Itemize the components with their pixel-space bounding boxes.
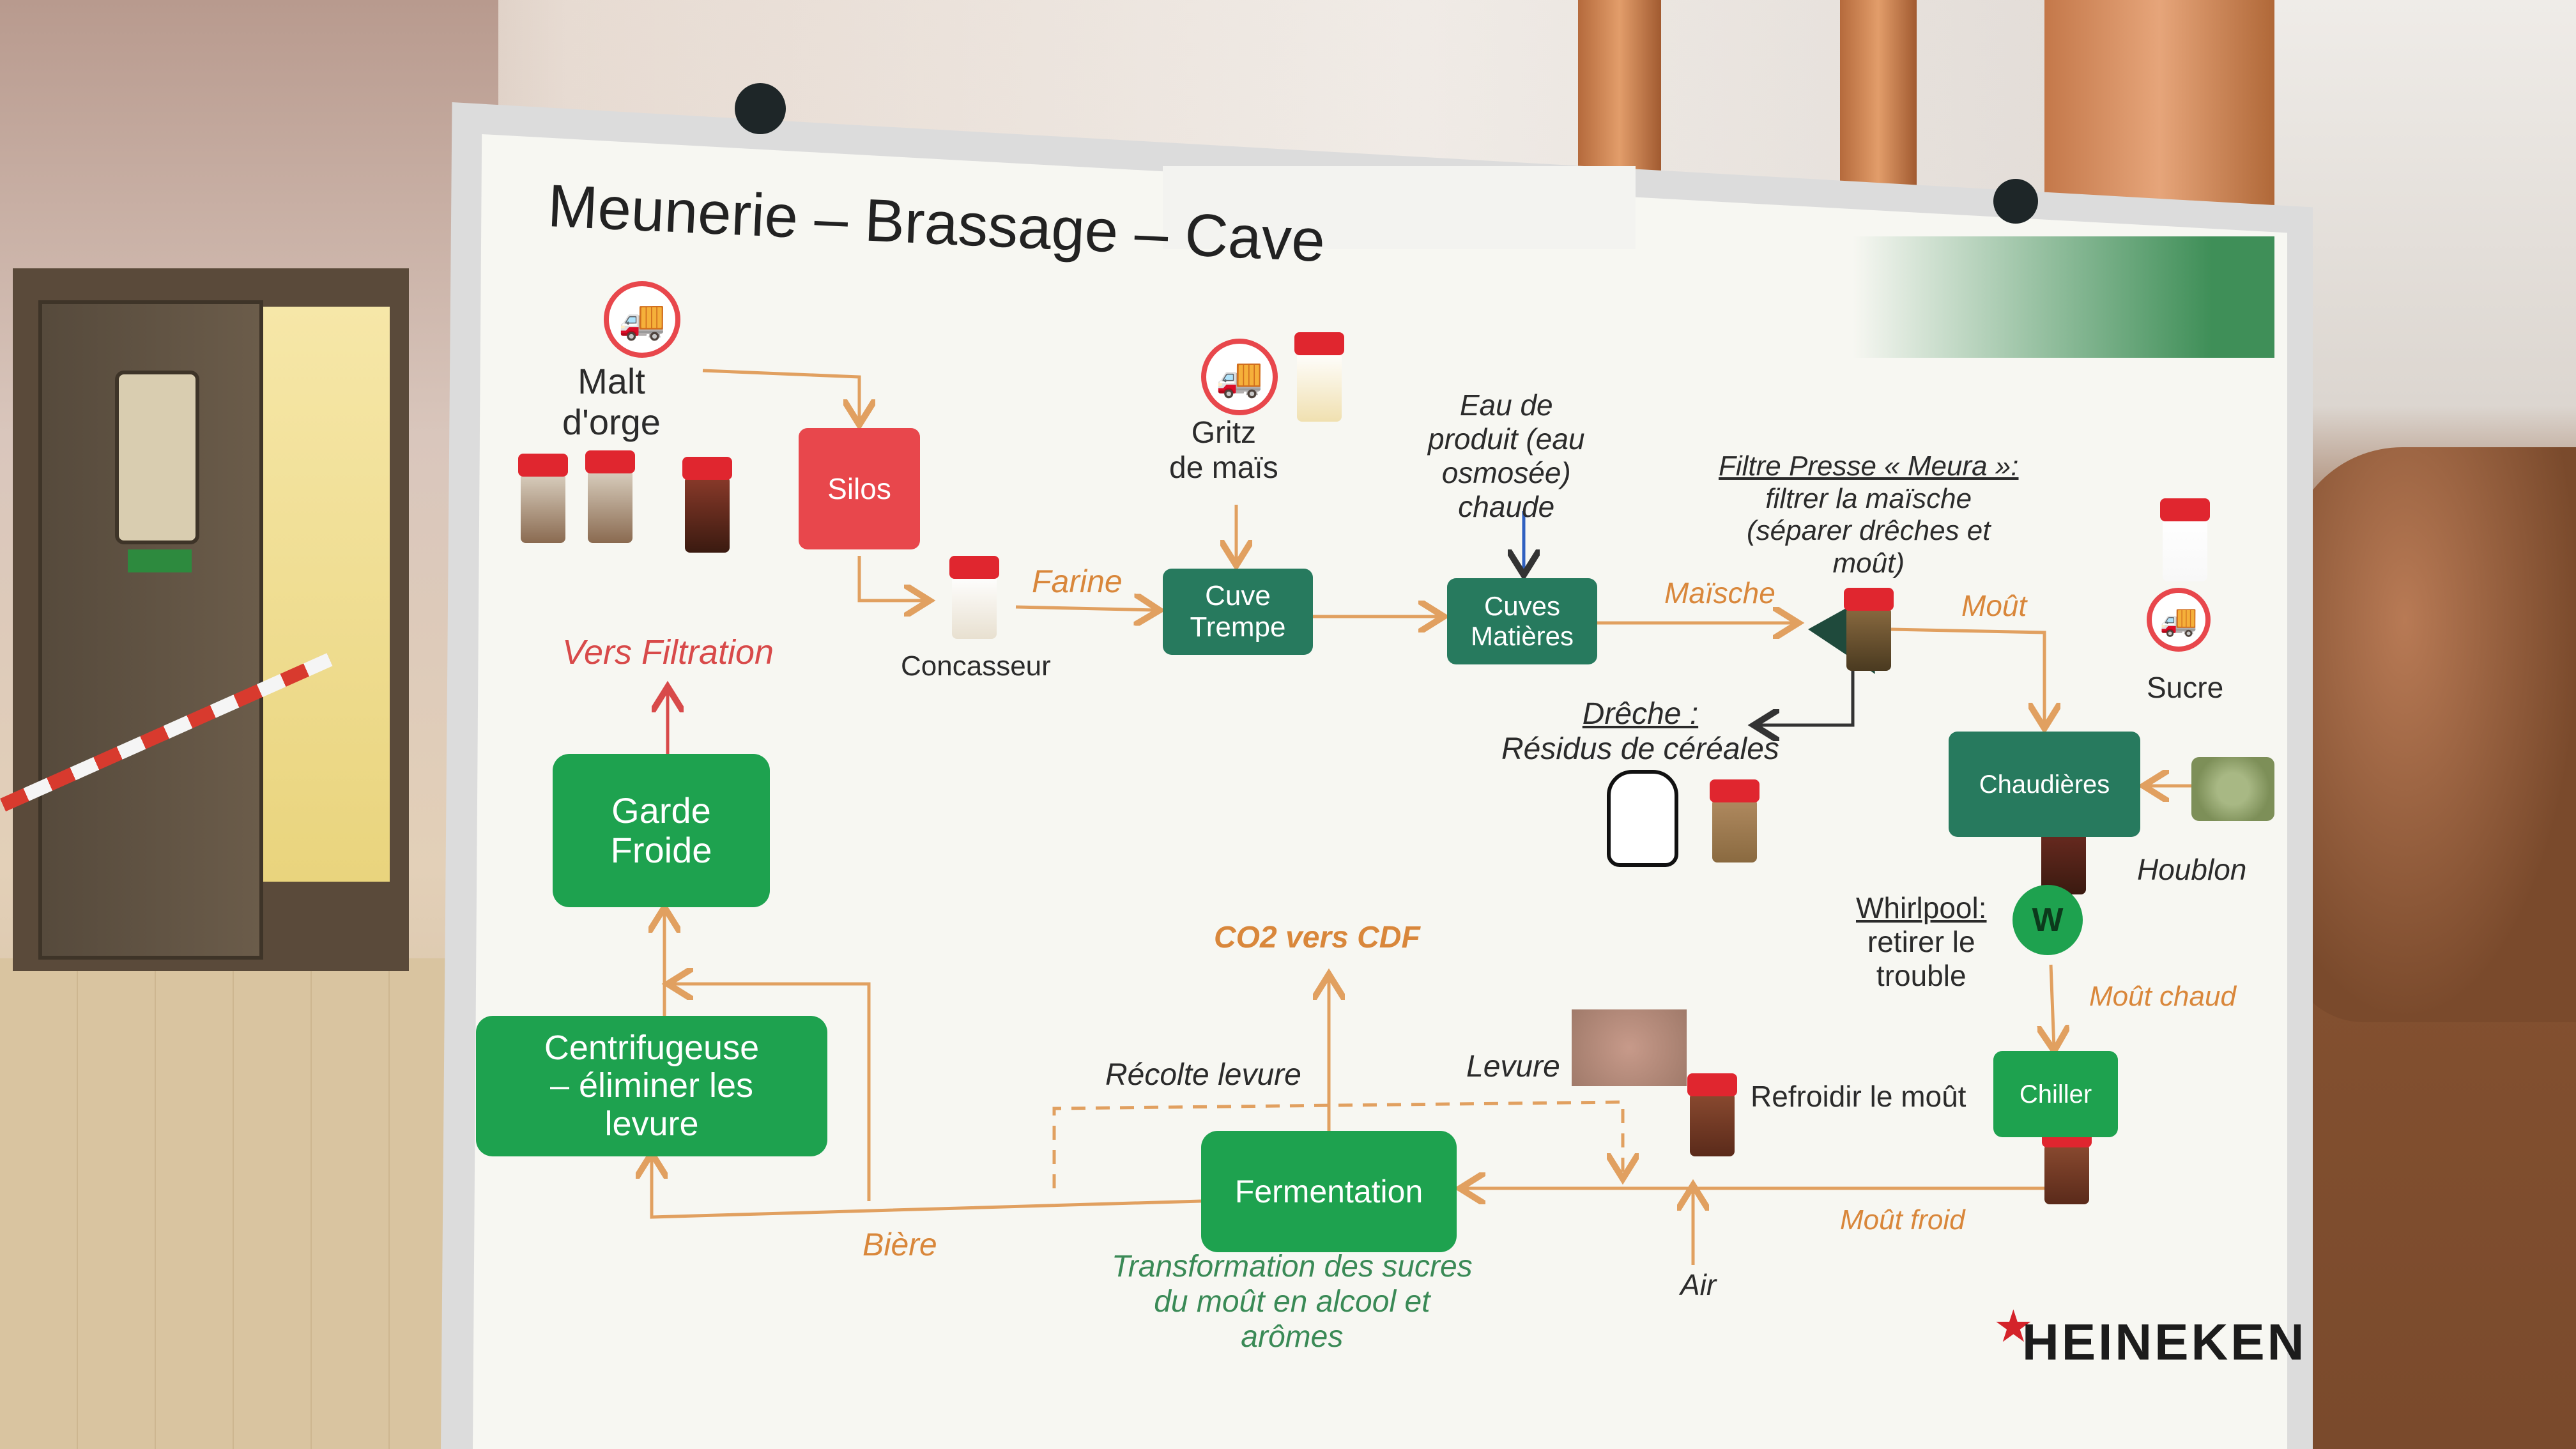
malt-sample-jar <box>585 450 635 543</box>
chaudieres-node: Chaudières <box>1949 732 2140 837</box>
garde-froide-node: Garde Froide <box>553 754 770 907</box>
filtre-line1: filtrer la maïsche <box>1765 482 1972 514</box>
concasseur-label: Concasseur <box>901 650 1051 682</box>
cuves-matieres-line2: Matières <box>1470 620 1574 651</box>
gritz-line2: de maïs <box>1169 451 1278 486</box>
whirlpool-label: Whirlpool: retirer le trouble <box>1856 891 1987 993</box>
eau-line2: produit (eau <box>1428 422 1585 456</box>
houblon-pellets-image <box>2191 757 2274 821</box>
arrow-recolte-levure <box>1052 1100 1623 1188</box>
arrow-mout <box>1890 627 2044 725</box>
gritz-label: Gritz de maïs <box>1169 415 1278 486</box>
eau-line4: chaude <box>1458 489 1555 523</box>
recolte-label: Récolte levure <box>1105 1058 1301 1092</box>
biere-label: Bière <box>862 1227 937 1262</box>
cuve-trempe-line2: Trempe <box>1190 611 1286 643</box>
malt-sample-jar <box>518 454 568 543</box>
whirlpool-icon: W <box>2012 885 2083 955</box>
chiller-node: Chiller <box>1993 1051 2118 1137</box>
levure-image <box>1572 1009 1687 1086</box>
mout-froid-sample-jar <box>2042 1124 2092 1204</box>
transformation-label: Transformation des sucres du moût en alc… <box>1112 1249 1473 1355</box>
transformation-line2: du moût en alcool et <box>1154 1285 1430 1319</box>
copper-pipe <box>1840 0 1917 211</box>
malt-line2: d'orge <box>562 402 661 443</box>
filtre-line3: moût) <box>1832 547 1905 579</box>
centrifugeuse-line1: Centrifugeuse <box>544 1028 760 1067</box>
maische-label: Maïsche <box>1664 576 1775 610</box>
star-icon: ★ <box>1993 1301 2034 1351</box>
malt-sample-jar <box>682 457 732 553</box>
truck-icon: 🚚 <box>604 281 680 358</box>
arrow-mout-chaud <box>2051 964 2054 1048</box>
dreche-desc: Résidus de céréales <box>1501 732 1779 767</box>
houblon-label: Houblon <box>2137 853 2247 886</box>
co2-label: CO2 vers CDF <box>1214 921 1420 954</box>
eau-line1: Eau de <box>1459 388 1553 422</box>
garde-froide-line1: Garde <box>611 790 711 831</box>
arrow-biere <box>652 1156 1202 1219</box>
sucre-sample-jar <box>2160 498 2210 581</box>
sucre-label: Sucre <box>2147 671 2224 704</box>
copper-brew-kettle <box>2287 447 2576 1022</box>
whirlpool-title: Whirlpool: <box>1856 891 1987 924</box>
mout-label: Moût <box>1961 589 2027 622</box>
truck-icon: 🚚 <box>2147 588 2211 652</box>
dreche-title: Drêche : <box>1582 697 1699 731</box>
vers-filtration-label: Vers Filtration <box>562 633 774 671</box>
dreche-label: Drêche : Résidus de céréales <box>1501 696 1779 767</box>
air-label: Air <box>1680 1268 1717 1301</box>
centrifugeuse-line3: levure <box>604 1104 699 1143</box>
eau-label: Eau de produit (eau osmosée) chaude <box>1428 388 1585 524</box>
centrifugeuse-node: Centrifugeuse – éliminer les levure <box>476 1016 827 1156</box>
cuve-trempe-node: Cuve Trempe <box>1163 569 1313 655</box>
whirlpool-line2: trouble <box>1876 958 1966 992</box>
eau-line3: osmosée) <box>1441 456 1571 489</box>
magnet <box>735 83 786 134</box>
heineken-logo-text: HEINEKEN <box>2022 1314 2307 1370</box>
gritz-sample-jar <box>1294 332 1344 422</box>
arrow-farine <box>1015 607 1156 610</box>
magnet <box>1993 179 2038 224</box>
whirlpool-line1: retirer le <box>1867 924 1975 958</box>
arrow-dreche <box>1757 664 1855 725</box>
cow-icon <box>1607 770 1678 867</box>
farine-label: Farine <box>1032 564 1123 599</box>
fermentation-node: Fermentation <box>1201 1131 1457 1252</box>
garde-froide-line2: Froide <box>610 830 712 870</box>
transformation-line1: Transformation des sucres <box>1112 1250 1473 1284</box>
filtre-label: Filtre Presse « Meura »: filtrer la maïs… <box>1719 450 2019 579</box>
gritz-line1: Gritz <box>1191 416 1257 450</box>
malt-line1: Malt <box>578 361 645 401</box>
door-window <box>115 371 199 544</box>
lit-corridor <box>262 307 390 882</box>
cuves-matieres-node: Cuves Matières <box>1447 578 1597 664</box>
malt-label: Malt d'orge <box>562 361 661 443</box>
concasseur-sample-jar <box>949 556 999 639</box>
mout-froid-label: Moût froid <box>1840 1204 1965 1236</box>
filtre-sample-jar <box>1844 588 1894 671</box>
levure-sample-jar <box>1687 1073 1737 1156</box>
filtre-title: Filtre Presse « Meura »: <box>1719 450 2019 482</box>
silos-node: Silos <box>799 428 920 549</box>
board-tab <box>1163 166 1636 249</box>
arrow-return-centrifuge <box>671 984 871 1201</box>
arrow-silos-concasseur <box>857 556 926 601</box>
centrifugeuse-line2: – éliminer les <box>549 1066 754 1105</box>
tiled-floor <box>0 958 498 1449</box>
refroidir-label: Refroidir le moût <box>1751 1080 1966 1113</box>
cuves-matieres-line1: Cuves <box>1483 591 1561 622</box>
truck-icon: 🚚 <box>1201 339 1278 415</box>
mout-chaud-label: Moût chaud <box>2089 981 2236 1012</box>
green-header-band <box>1853 236 2274 358</box>
exit-sign <box>128 549 192 572</box>
cuve-trempe-line1: Cuve <box>1205 580 1271 612</box>
levure-label: Levure <box>1466 1050 1560 1084</box>
filtre-line2: (séparer drêches et <box>1746 515 1991 547</box>
dreche-sample-jar <box>1710 779 1759 862</box>
arrow-malt-silos <box>702 369 859 422</box>
transformation-line3: arômes <box>1241 1320 1344 1354</box>
